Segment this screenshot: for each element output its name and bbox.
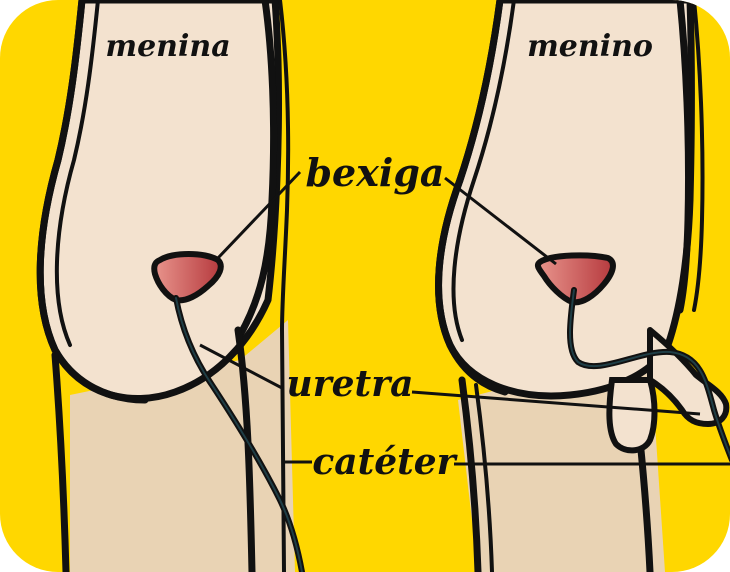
label-catheter: catéter <box>312 441 458 483</box>
girl-figure <box>40 0 295 572</box>
boy-scrotum <box>609 380 654 450</box>
girl-front-leg-line-inner <box>282 330 284 572</box>
label-bladder: bexiga <box>305 150 444 195</box>
label-boy: menino <box>527 29 653 64</box>
label-urethra: uretra <box>287 363 414 405</box>
label-girl: menina <box>105 29 230 64</box>
